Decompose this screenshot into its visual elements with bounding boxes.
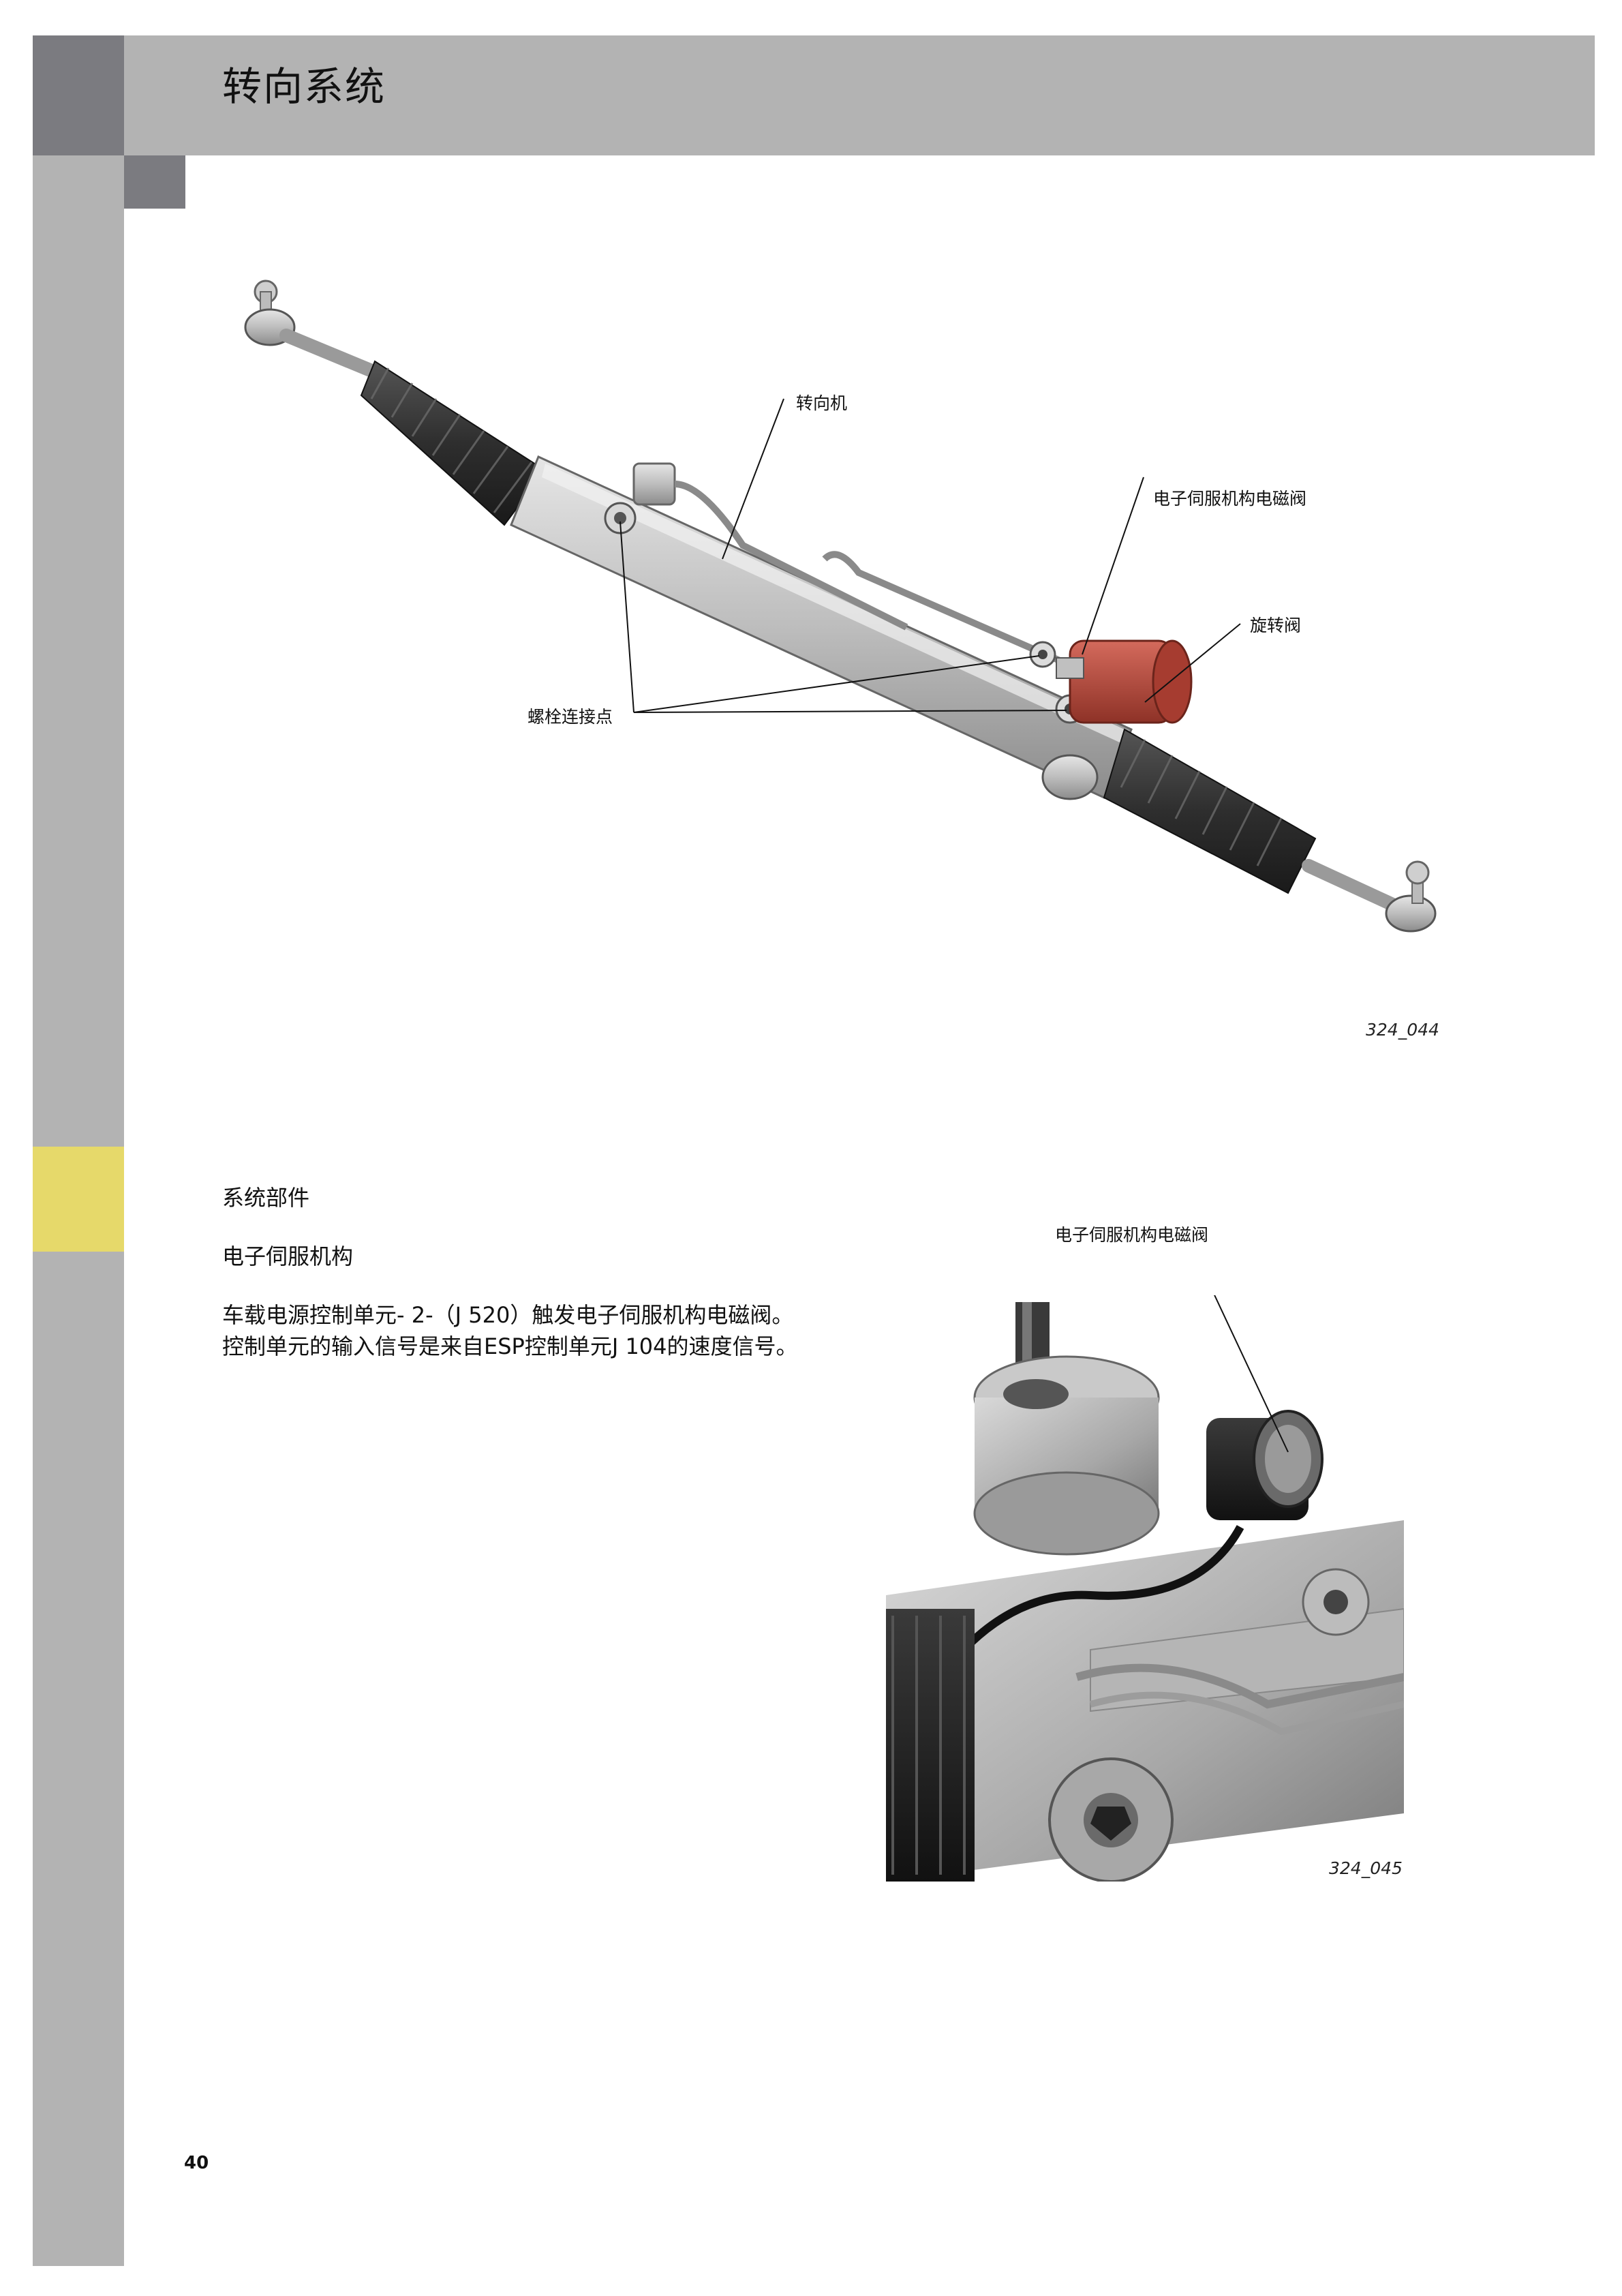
label-steering-gear: 转向机: [796, 393, 848, 413]
sidebar-section-marker: [33, 1147, 124, 1252]
steering-rack-illustration: [244, 280, 1437, 933]
label-rotary-valve: 旋转阀: [1250, 616, 1302, 635]
header-notch: [124, 155, 185, 209]
rack-assembly: [244, 280, 1437, 933]
figure2-leader-line: [1214, 1295, 1289, 1453]
figure1-id: 324_044: [1366, 1020, 1439, 1040]
solenoid-valve-photo: [886, 1295, 1404, 1882]
paragraph-line-2: 控制单元的输入信号是来自ESP控制单元J 104的速度信号。: [222, 1333, 798, 1359]
page-number: 40: [184, 2153, 209, 2173]
paragraph-line-1: 车载电源控制单元- 2-（J 520）触发电子伺服机构电磁阀。: [222, 1302, 794, 1328]
rotary-valve-shape: [1056, 639, 1193, 724]
label-solenoid-valve: 电子伺服机构电磁阀: [1153, 489, 1307, 509]
section-heading: 系统部件: [222, 1185, 310, 1211]
header-bar: [124, 35, 1595, 155]
page-title: 转向系统: [222, 63, 386, 110]
label-bolt-points: 螺栓连接点: [527, 707, 613, 727]
figure2-label: 电子伺服机构电磁阀: [1055, 1225, 1209, 1245]
solenoid-valve-shape: [1206, 1410, 1323, 1520]
figure2-id: 324_045: [1329, 1858, 1403, 1878]
section-subheading: 电子伺服机构: [222, 1243, 354, 1269]
sidebar-dark-block: [33, 35, 124, 155]
figure1-leader-lines: [619, 398, 1241, 713]
